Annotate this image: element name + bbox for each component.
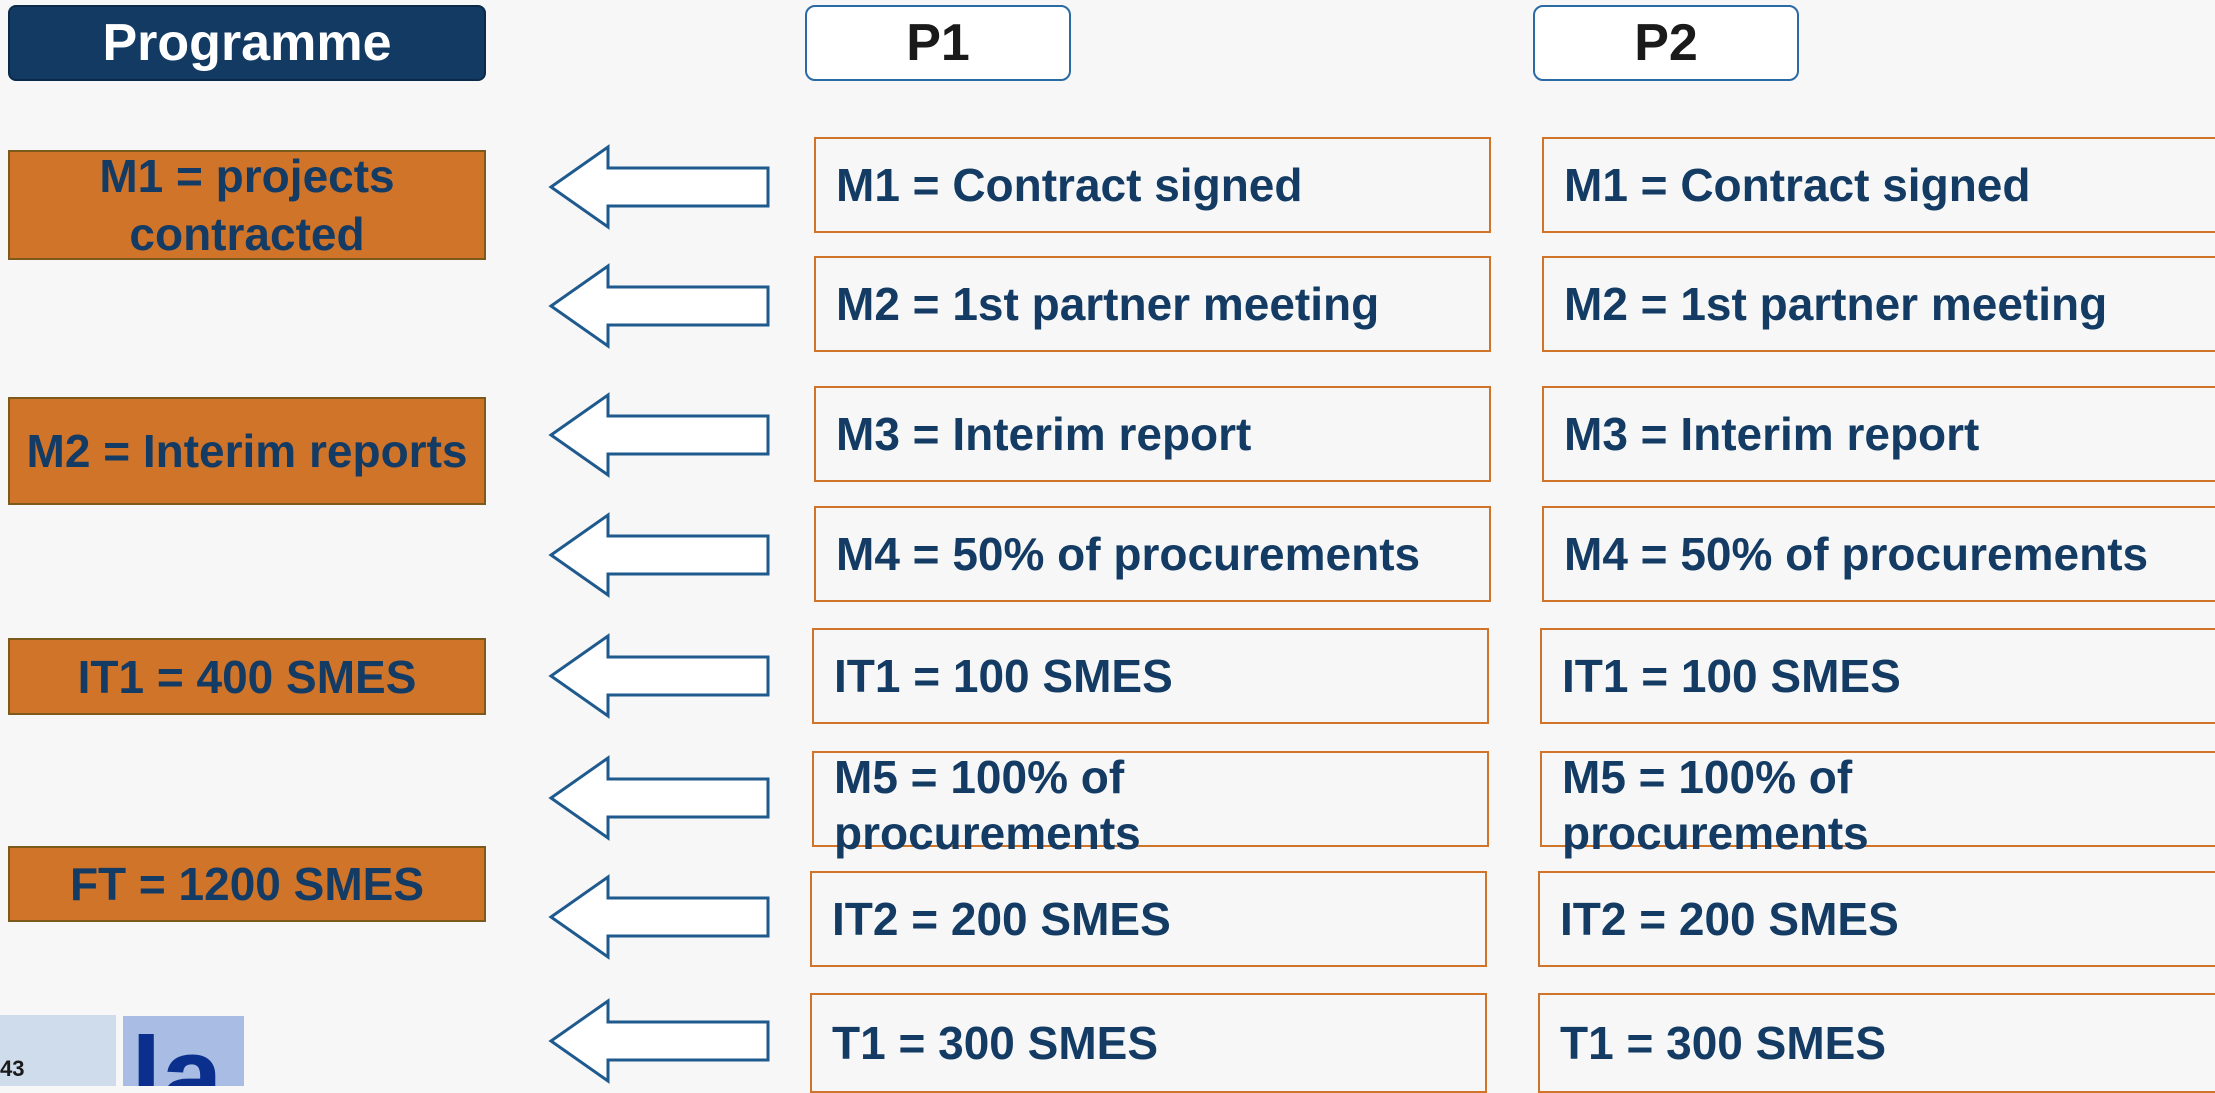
p1-milestone-it1: IT1 = 100 SMES <box>812 628 1489 724</box>
p2-milestone-m2: M2 = 1st partner meeting <box>1542 256 2215 352</box>
p2-milestone-m5-label: M5 = 100% of procurements <box>1562 751 1869 859</box>
p1-milestone-t1: T1 = 300 SMES <box>810 993 1487 1093</box>
p1-milestone-it2: IT2 = 200 SMES <box>810 871 1487 967</box>
p1-milestone-m4: M4 = 50% of procurements <box>814 506 1491 602</box>
left-arrow-icon <box>548 874 770 960</box>
p1-milestone-m1: M1 = Contract signed <box>814 137 1491 233</box>
left-arrow-icon <box>548 512 770 598</box>
p2-milestone-m1: M1 = Contract signed <box>1542 137 2215 233</box>
p2-milestone-it1: IT1 = 100 SMES <box>1540 628 2215 724</box>
page-number: 43 <box>0 1056 25 1081</box>
footer-logo: la <box>123 1016 244 1086</box>
logo-mark-icon: la <box>123 1016 244 1086</box>
p2-milestone-m3: M3 = Interim report <box>1542 386 2215 482</box>
left-arrow-icon <box>548 755 770 841</box>
p1-milestone-m3: M3 = Interim report <box>814 386 1491 482</box>
left-arrow-icon <box>548 633 770 719</box>
p2-milestone-m4: M4 = 50% of procurements <box>1542 506 2215 602</box>
column-header-p2: P2 <box>1533 5 1799 81</box>
left-arrow-icon <box>548 392 770 478</box>
left-arrow-icon <box>548 144 770 230</box>
left-arrow-icon <box>548 263 770 349</box>
programme-header: Programme <box>8 5 486 81</box>
logo-text: la <box>131 1016 224 1086</box>
programme-box-ft: FT = 1200 SMES <box>8 846 486 922</box>
programme-box-m1: M1 = projects contracted <box>8 150 486 260</box>
column-header-p1: P1 <box>805 5 1071 81</box>
left-arrow-icon <box>548 998 770 1084</box>
p1-milestone-m5-label: M5 = 100% of procurements <box>834 751 1141 859</box>
programme-box-it1: IT1 = 400 SMES <box>8 638 486 715</box>
p2-milestone-m5: M5 = 100% of procurements <box>1540 751 2215 859</box>
programme-box-m2: M2 = Interim reports <box>8 397 486 505</box>
p1-milestone-m2: M2 = 1st partner meeting <box>814 256 1491 352</box>
p2-milestone-t1: T1 = 300 SMES <box>1538 993 2215 1093</box>
p2-milestone-it2: IT2 = 200 SMES <box>1538 871 2215 967</box>
p1-milestone-m5: M5 = 100% of procurements <box>812 751 1489 859</box>
footer-logo-panel <box>0 1015 116 1086</box>
